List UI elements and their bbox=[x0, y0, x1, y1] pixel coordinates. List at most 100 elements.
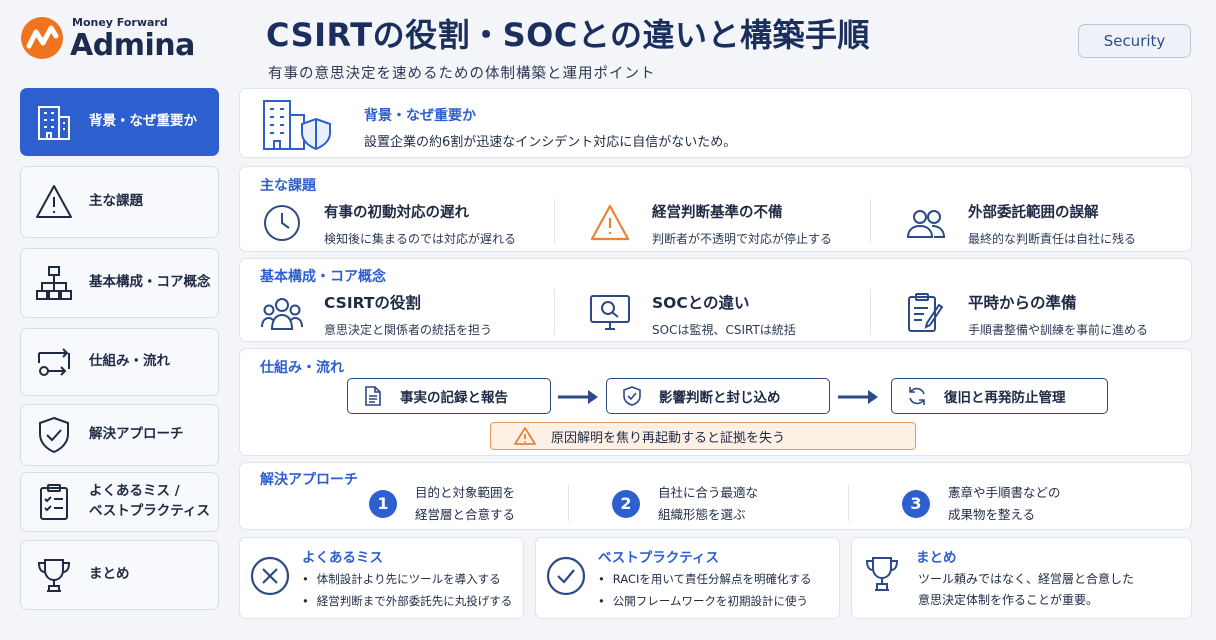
issues-heading: 主な課題 bbox=[260, 178, 316, 194]
concept-item: 平時からの準備 手順書整備や訓練を事前に進める bbox=[904, 291, 1148, 338]
flow-step-label: 事実の記録と報告 bbox=[400, 390, 508, 406]
admina-logo: Money Forward Admina bbox=[20, 14, 210, 72]
issue-title: 有事の初動対応の遅れ bbox=[324, 205, 469, 221]
flow-heading: 仕組み・流れ bbox=[260, 360, 344, 376]
step-number: 3 bbox=[902, 489, 930, 518]
best-practices-list: RACIを用いて責任分解点を明確化する 公開フレームワークを初期設計に使う bbox=[598, 568, 812, 612]
trophy-icon bbox=[865, 557, 899, 591]
check-circle-icon bbox=[546, 556, 586, 596]
background-panel: 背景・なぜ重要か 設置企業の約6割が迅速なインシデント対応に自信がないため。 bbox=[239, 88, 1192, 158]
refresh-icon bbox=[909, 387, 925, 405]
step-line2: 成果物を整える bbox=[948, 506, 1036, 522]
step-line1: 目的と対象範囲を bbox=[415, 485, 516, 500]
concepts-panel: 基本構成・コア概念 CSIRTの役割 意思決定と関係者の統括を担う SOCとの違… bbox=[239, 258, 1192, 342]
sidebar-item-label: 基本構成・コア概念 bbox=[89, 274, 211, 291]
sidebar-item-label-line2: ベストプラクティス bbox=[89, 503, 210, 519]
best-practices-heading: ベストプラクティス bbox=[598, 550, 719, 566]
issue-desc: 検知後に集まるのでは対応が遅れる bbox=[324, 232, 517, 246]
list-item: 経営判断まで外部委託先に丸投げする bbox=[302, 590, 513, 612]
concept-item: CSIRTの役割 意思決定と関係者の統括を担う bbox=[260, 291, 492, 338]
concept-title: CSIRTの役割 bbox=[324, 294, 421, 312]
summary-card: まとめ ツール頼みではなく、経営層と合意した 意思決定体制を作ることが重要。 bbox=[851, 537, 1192, 619]
arrow-right-icon bbox=[558, 390, 598, 404]
page-title: CSIRTの役割・SOCとの違いと構築手順 bbox=[266, 16, 870, 54]
list-item: 体制設計より先にツールを導入する bbox=[302, 568, 512, 590]
summary-line1: ツール頼みではなく、経営層と合意した bbox=[918, 572, 1135, 586]
issue-title: 外部委託範囲の誤解 bbox=[968, 205, 1099, 221]
approach-heading: 解決アプローチ bbox=[260, 472, 358, 488]
sidebar-item-label: 仕組み・流れ bbox=[89, 353, 170, 370]
arrow-right-icon bbox=[838, 390, 878, 404]
checklist-icon bbox=[40, 484, 68, 520]
concept-desc: 意思決定と関係者の統括を担う bbox=[324, 323, 493, 337]
concept-desc: SOCは監視、CSIRTは統括 bbox=[652, 323, 796, 337]
flow-step-contain: 影響判断と封じ込め bbox=[606, 378, 830, 414]
approach-panel: 解決アプローチ bbox=[239, 462, 1192, 530]
team-icon bbox=[261, 298, 303, 330]
divider bbox=[554, 289, 555, 335]
monitor-search-icon bbox=[590, 295, 630, 330]
sidebar-item-practices[interactable]: よくあるミス / ベストプラクティス bbox=[20, 472, 219, 532]
users-icon bbox=[906, 210, 946, 238]
sidebar-item-label: 解決アプローチ bbox=[89, 426, 184, 443]
flow-warning-text: 原因解明を焦り再起動すると証拠を失う bbox=[551, 430, 786, 446]
logo-mark-icon bbox=[21, 17, 63, 59]
step-line1: 憲章や手順書などの bbox=[948, 485, 1061, 500]
divider bbox=[870, 289, 871, 335]
concept-title: SOCとの違い bbox=[652, 294, 750, 312]
sidebar-item-label: よくあるミス / ベストプラクティス bbox=[89, 482, 210, 521]
concept-desc: 手順書整備や訓練を事前に進める bbox=[968, 323, 1149, 337]
document-icon bbox=[365, 386, 381, 406]
best-practices-card: ベストプラクティス RACIを用いて責任分解点を明確化する 公開フレームワークを… bbox=[535, 537, 840, 619]
divider bbox=[568, 485, 569, 521]
sidebar-item-approach[interactable]: 解決アプローチ bbox=[20, 404, 219, 466]
sidebar-item-summary[interactable]: まとめ bbox=[20, 540, 219, 610]
flow-step-label: 影響判断と封じ込め bbox=[659, 390, 781, 406]
sidebar-item-label: 背景・なぜ重要か bbox=[89, 113, 197, 130]
step-line2: 経営層と合意する bbox=[415, 506, 516, 522]
summary-text: ツール頼みではなく、経営層と合意した 意思決定体制を作ることが重要。 bbox=[918, 569, 1134, 611]
sidebar-item-concepts[interactable]: 基本構成・コア概念 bbox=[20, 248, 219, 318]
category-tag[interactable]: Security bbox=[1078, 24, 1191, 58]
trophy-icon bbox=[37, 559, 71, 592]
mistakes-card: よくあるミス 体制設計より先にツールを導入する 経営判断まで外部委託先に丸投げす… bbox=[239, 537, 524, 619]
logo-brand-big: Admina bbox=[70, 28, 195, 63]
flow-step-recover: 復旧と再発防止管理 bbox=[891, 378, 1108, 414]
approach-step: 1 目的と対象範囲を経営層と合意する bbox=[369, 482, 515, 526]
sidebar-item-background[interactable]: 背景・なぜ重要か bbox=[20, 88, 219, 156]
divider bbox=[554, 199, 555, 243]
step-number: 2 bbox=[612, 489, 640, 518]
flow-step-record: 事実の記録と報告 bbox=[347, 378, 551, 414]
warning-icon bbox=[514, 427, 536, 445]
issue-desc: 判断者が不透明で対応が停止する bbox=[652, 232, 833, 246]
sidebar-item-flow[interactable]: 仕組み・流れ bbox=[20, 328, 219, 396]
page-subtitle: 有事の意思決定を速めるための体制構築と運用ポイント bbox=[268, 66, 656, 82]
approach-step: 3 憲章や手順書などの成果物を整える bbox=[902, 482, 1061, 526]
concept-item: SOCとの違い SOCは監視、CSIRTは統括 bbox=[588, 291, 796, 338]
divider bbox=[848, 485, 849, 521]
issue-item: 外部委託範囲の誤解 最終的な判断責任は自社に残る bbox=[904, 201, 1136, 247]
issue-desc: 最終的な判断責任は自社に残る bbox=[968, 232, 1137, 246]
x-circle-icon bbox=[250, 556, 290, 596]
list-item: 公開フレームワークを初期設計に使う bbox=[598, 590, 812, 612]
background-heading: 背景・なぜ重要か bbox=[364, 108, 476, 124]
step-line1: 自社に合う最適な bbox=[658, 485, 759, 500]
summary-heading: まとめ bbox=[916, 550, 957, 566]
issue-title: 経営判断基準の不備 bbox=[652, 205, 783, 221]
background-text: 設置企業の約6割が迅速なインシデント対応に自信がないため。 bbox=[364, 135, 737, 150]
warning-icon bbox=[36, 185, 72, 218]
concept-title: 平時からの準備 bbox=[968, 294, 1077, 312]
sidebar-item-label: まとめ bbox=[89, 566, 130, 583]
step-number: 1 bbox=[369, 489, 397, 518]
flow-warning: 原因解明を焦り再起動すると証拠を失う bbox=[490, 422, 916, 450]
shield-check-icon bbox=[39, 416, 69, 454]
mistakes-list: 体制設計より先にツールを導入する 経営判断まで外部委託先に丸投げする bbox=[302, 568, 513, 612]
summary-line2: 意思決定体制を作ることが重要。 bbox=[918, 593, 1099, 607]
approach-step: 2 自社に合う最適な組織形態を選ぶ bbox=[612, 482, 758, 526]
issue-item: 経営判断基準の不備 判断者が不透明で対応が停止する bbox=[588, 201, 832, 247]
sidebar-item-label-line1: よくあるミス / bbox=[89, 483, 180, 500]
warning-icon bbox=[590, 204, 630, 241]
sidebar-item-issues[interactable]: 主な課題 bbox=[20, 166, 219, 238]
clock-icon bbox=[264, 205, 300, 241]
list-item: RACIを用いて責任分解点を明確化する bbox=[598, 568, 812, 590]
